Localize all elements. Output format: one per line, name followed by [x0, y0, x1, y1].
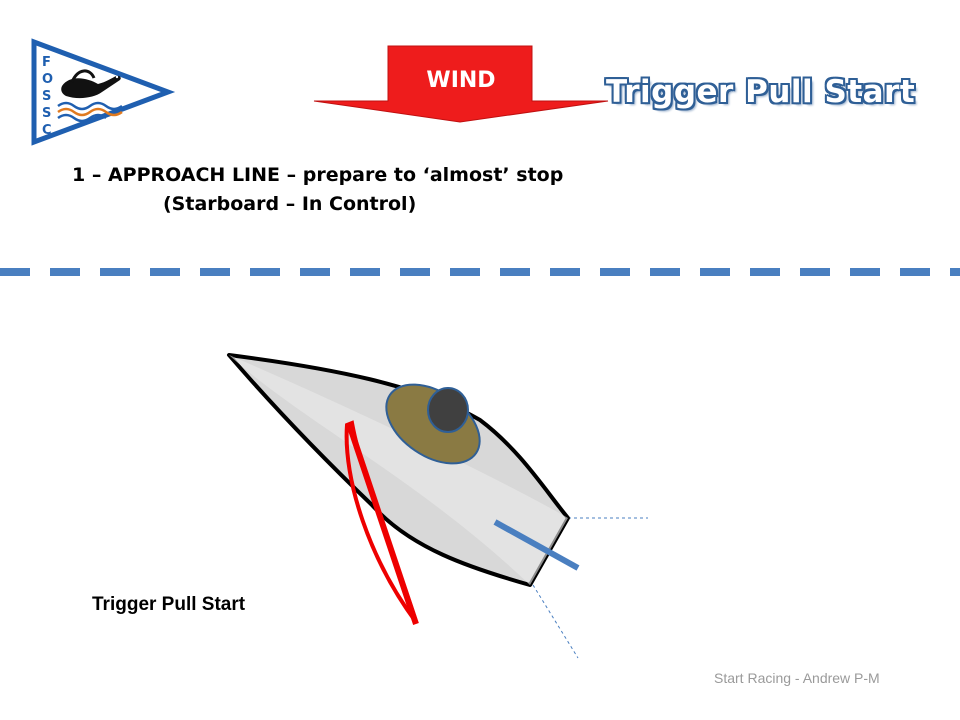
wind-arrow-icon: [313, 45, 609, 123]
wave-icon: [57, 107, 123, 117]
wind-label: WIND: [426, 68, 496, 93]
club-pennant-logo: F O S S C: [31, 38, 176, 146]
start-line: [0, 268, 960, 276]
dinghy-diagram: [227, 353, 648, 659]
wave-icon: [57, 101, 123, 111]
crew-head: [427, 387, 469, 433]
step-heading: 1 – APPROACH LINE – prepare to ‘almost’ …: [72, 164, 564, 186]
logo-letter: F: [42, 55, 51, 70]
logo-letter: C: [42, 123, 52, 138]
slide-title: Trigger Pull Start: [606, 74, 916, 110]
step-subheading: (Starboard – In Control): [163, 193, 417, 215]
logo-letter: S: [42, 89, 51, 104]
deck-highlight: [229, 355, 568, 585]
wake-line: [532, 584, 579, 659]
logo-letter: O: [42, 72, 53, 87]
wave-icon: [57, 113, 107, 123]
logo-letter: S: [42, 106, 51, 121]
boom: [346, 423, 419, 625]
caption-label: Trigger Pull Start: [92, 594, 246, 615]
footer-credit: Start Racing - Andrew P-M: [714, 670, 880, 686]
goose-icon: [61, 69, 121, 99]
tiller: [493, 519, 580, 571]
